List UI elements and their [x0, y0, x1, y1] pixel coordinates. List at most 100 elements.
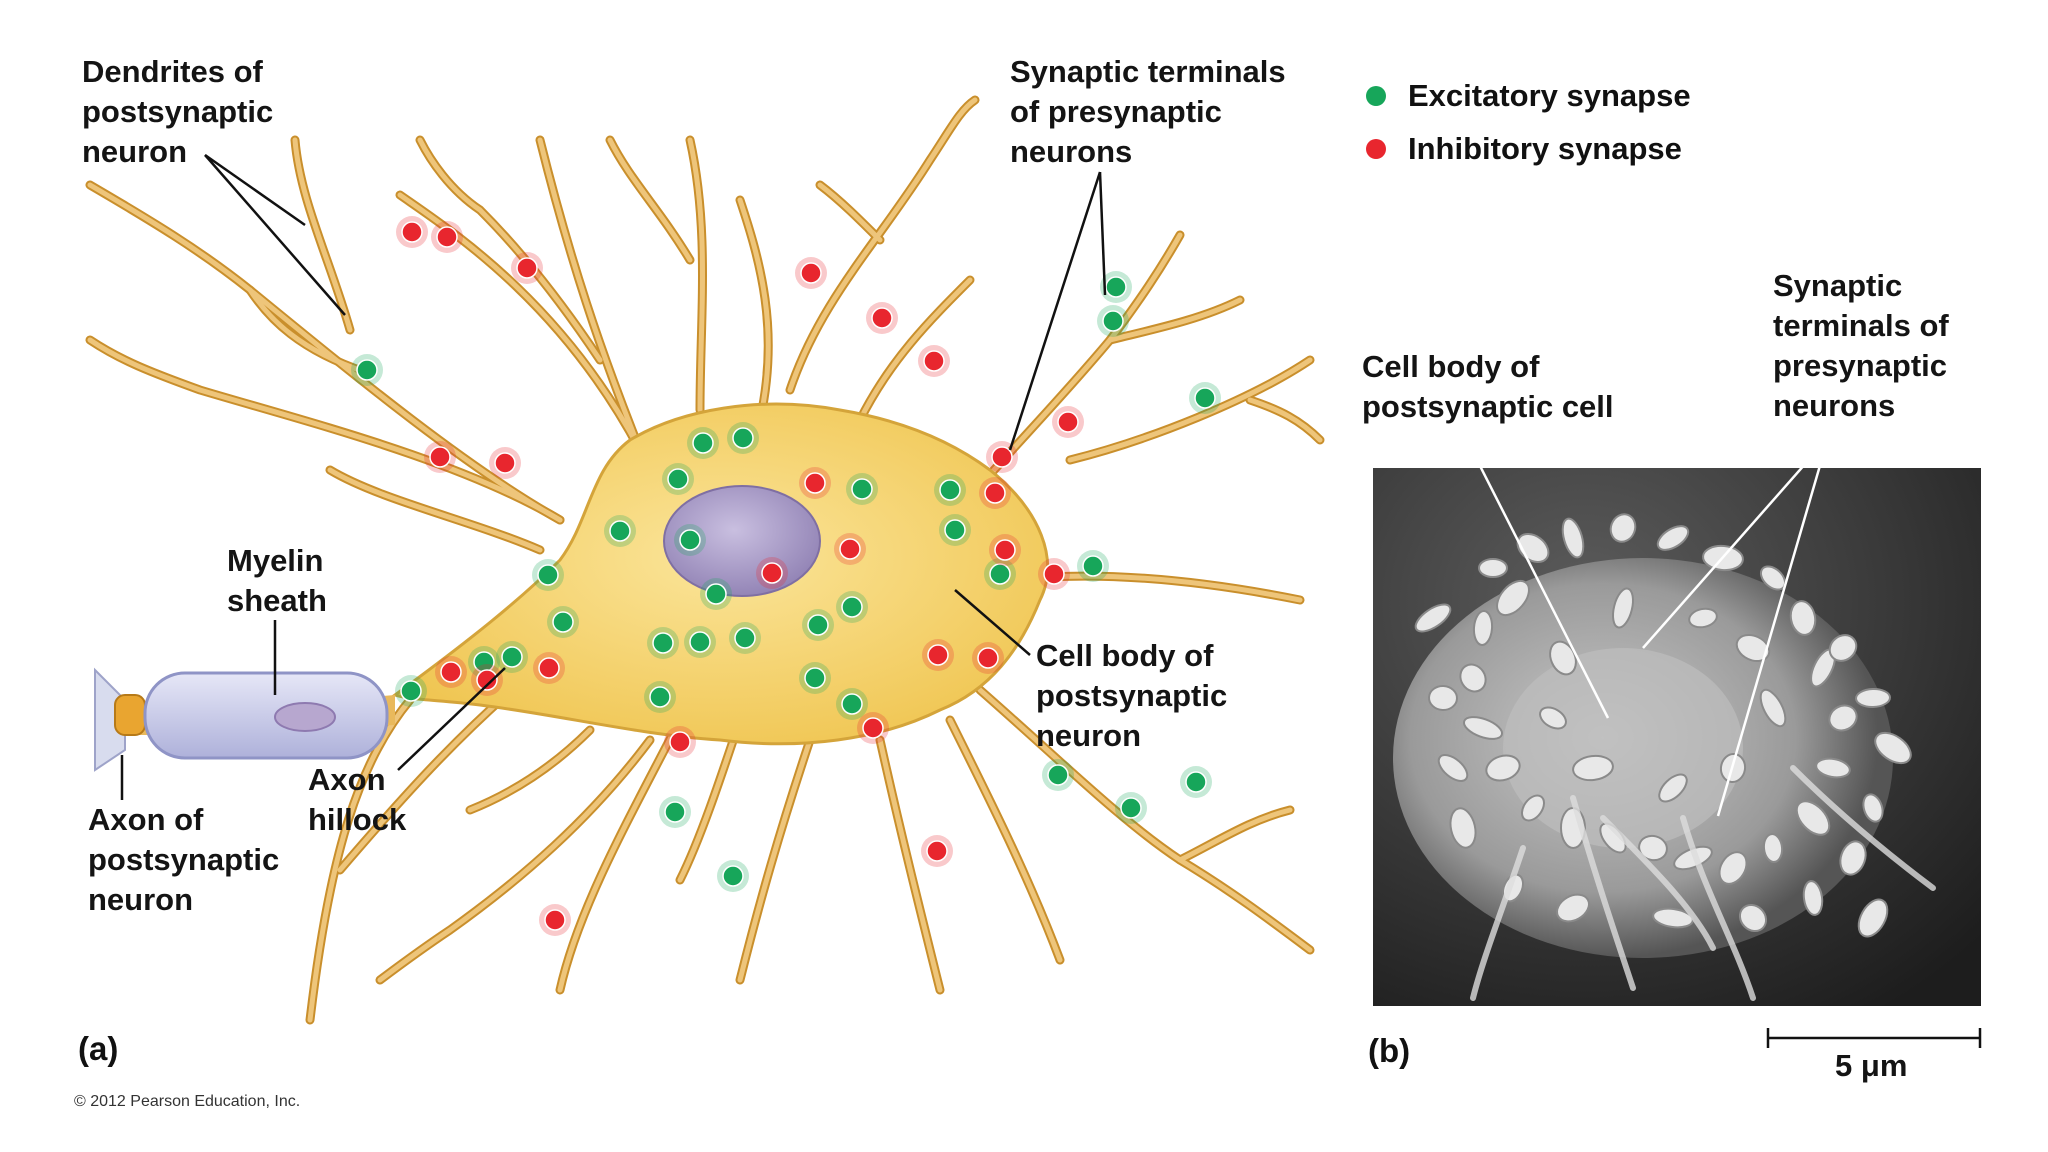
presynaptic-terminal-knob	[1688, 607, 1718, 629]
excitatory-synapse	[664, 801, 686, 823]
excitatory-synapse	[1194, 387, 1216, 409]
label-cell-body-b: Cell body of postsynaptic cell	[1362, 349, 1614, 424]
inhibitory-synapse	[839, 538, 861, 560]
excitatory-synapse	[732, 427, 754, 449]
presynaptic-terminal-knob	[1539, 706, 1567, 730]
neuron-illustration	[85, 95, 1325, 1025]
inhibitory-synapse	[994, 539, 1016, 561]
presynaptic-terminal-knob	[1759, 688, 1787, 728]
excitatory-synapse	[705, 583, 727, 605]
presynaptic-terminal-knob	[1656, 525, 1690, 551]
presynaptic-terminal-knob	[1478, 558, 1508, 578]
myelin-sheath	[143, 671, 389, 760]
label-cell-body-a: Cell body of postsynaptic neuron	[1036, 638, 1228, 753]
label-axon-hillock: Axon hillock	[308, 762, 407, 837]
presynaptic-terminal-knob	[1815, 757, 1851, 779]
inhibitory-synapse	[516, 257, 538, 279]
inhibitory-synapse	[440, 661, 462, 683]
scale-bar-label: 5 μm	[1835, 1048, 1908, 1083]
presynaptic-terminal-knob	[1789, 600, 1817, 636]
excitatory-synapse	[722, 865, 744, 887]
label-axon: Axon of postsynaptic neuron	[88, 802, 280, 917]
excitatory-synapse	[679, 529, 701, 551]
inhibitory-synapse	[804, 472, 826, 494]
excitatory-synapse	[989, 563, 1011, 585]
presynaptic-terminal-knob	[1459, 663, 1487, 693]
excitatory-synapse	[537, 564, 559, 586]
excitatory-synapse	[1105, 276, 1127, 298]
excitatory-synapse	[356, 359, 378, 381]
copyright: © 2012 Pearson Education, Inc.	[74, 1093, 301, 1110]
presynaptic-terminal-knob	[1638, 834, 1668, 862]
inhibitory-synapse	[862, 717, 884, 739]
dendrite-fill	[87, 97, 1323, 1023]
presynaptic-terminal-knob	[1857, 898, 1889, 938]
excitatory-synapse	[649, 686, 671, 708]
presynaptic-terminal-knob	[1462, 716, 1504, 740]
excitatory-synapse	[689, 631, 711, 653]
axon-tip	[94, 667, 126, 772]
presynaptic-terminal-knob	[1862, 793, 1884, 823]
inhibitory-synapse	[494, 452, 516, 474]
axon-node	[114, 694, 146, 736]
inhibitory-synapse	[544, 909, 566, 931]
inhibitory-synapse	[977, 647, 999, 669]
inhibitory-synapse	[927, 644, 949, 666]
presynaptic-terminal-knob	[1658, 773, 1688, 803]
inhibitory-synapse	[871, 307, 893, 329]
legend-excitatory-label: Excitatory synapse	[1408, 78, 1691, 113]
presynaptic-terminal-knob	[1762, 833, 1784, 863]
presynaptic-terminal-knob	[1839, 840, 1867, 876]
excitatory-synapse	[804, 667, 826, 689]
label-dendrites: Dendrites of postsynaptic neuron	[82, 54, 274, 169]
excitatory-synapse	[944, 519, 966, 541]
excitatory-synapse	[734, 627, 756, 649]
inhibitory-synapse	[429, 446, 451, 468]
presynaptic-terminal-knob	[1802, 880, 1824, 916]
presynaptic-terminal-knob	[1428, 684, 1458, 712]
inhibitory-synapse	[669, 731, 691, 753]
legend-inhibitory-label: Inhibitory synapse	[1408, 131, 1682, 166]
inhibitory-synapse	[476, 669, 498, 691]
inhibitory-synapse	[984, 482, 1006, 504]
excitatory-synapse	[400, 680, 422, 702]
excitatory-synapse	[841, 693, 863, 715]
inhibitory-synapse	[991, 446, 1013, 468]
excitatory-synapse	[501, 646, 523, 668]
excitatory-synapse	[692, 432, 714, 454]
inhibitory-synapse	[923, 350, 945, 372]
presynaptic-terminal-knob	[1472, 610, 1494, 646]
excitatory-synapse	[1185, 771, 1207, 793]
inhibitory-synapse	[436, 226, 458, 248]
presynaptic-terminal-knob	[1874, 731, 1912, 765]
inhibitory-dot-icon	[1366, 139, 1386, 159]
excitatory-synapse	[851, 478, 873, 500]
inhibitory-synapse	[800, 262, 822, 284]
presynaptic-terminal-knob	[1828, 634, 1858, 662]
scale-bar	[1766, 1028, 1982, 1048]
presynaptic-terminal-knob	[1572, 754, 1614, 782]
excitatory-synapse	[667, 468, 689, 490]
excitatory-synapse	[939, 479, 961, 501]
panel-b-letter: (b)	[1368, 1032, 1411, 1069]
presynaptic-terminal-knob	[1556, 893, 1590, 923]
legend-excitatory: Excitatory synapse	[1366, 78, 1691, 114]
synapses	[351, 216, 1221, 936]
presynaptic-terminal-knob	[1828, 704, 1858, 732]
presynaptic-terminal-knob	[1414, 603, 1452, 633]
presynaptic-terminal-knob	[1561, 517, 1585, 559]
panel-a-letter: (a)	[78, 1030, 119, 1067]
excitatory-synapse	[552, 611, 574, 633]
presynaptic-terminal-knob	[1855, 687, 1891, 709]
inhibitory-synapse	[538, 657, 560, 679]
inhibitory-synapse	[1043, 563, 1065, 585]
label-synaptic-terminals-b: Synaptic terminals of presynaptic neuron…	[1773, 268, 1949, 423]
label-synaptic-terminals-a: Synaptic terminals of presynaptic neuron…	[1010, 54, 1286, 169]
presynaptic-terminal-knob	[1738, 903, 1768, 933]
sem-micrograph	[1373, 468, 1981, 1006]
label-myelin-sheath: Myelin sheath	[227, 543, 327, 618]
presynaptic-terminal-knob	[1485, 754, 1521, 782]
inhibitory-synapse	[926, 840, 948, 862]
excitatory-synapse	[1120, 797, 1142, 819]
legend-inhibitory: Inhibitory synapse	[1366, 131, 1682, 167]
